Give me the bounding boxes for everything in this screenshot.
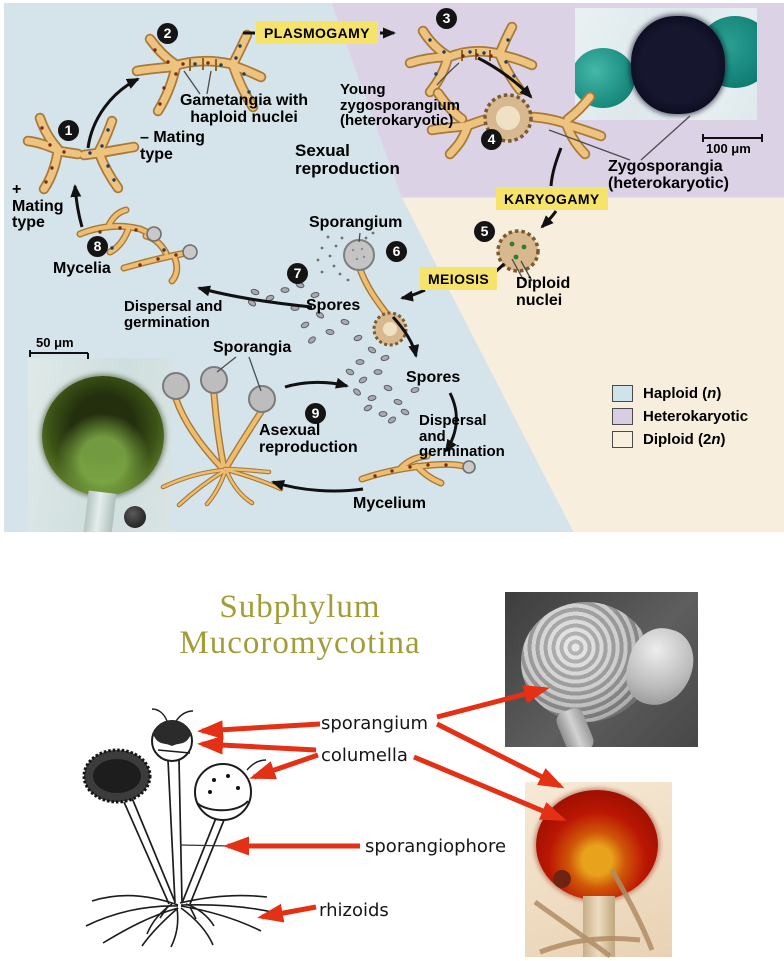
legend-swatch-haploid [612,385,633,402]
scale-bar-100um-label: 100 μm [706,141,751,156]
zygosporangia-micrograph [575,8,757,120]
rhizoids-part-label: rhizoids [319,900,389,921]
asexual-reproduction-label: Asexual reproduction [259,422,358,456]
gametangia-label: Gametangia with haploid nuclei [179,92,309,126]
legend-label-diploid: Diploid (2n) [643,431,726,448]
sexual-reproduction-label: Sexual reproduction [295,141,400,178]
plus-mating-type-label: + Mating type [12,181,64,232]
debris-spot [124,506,146,528]
step-4-marker: 4 [481,129,502,150]
legend-item-diploid: Diploid (2n) [612,431,726,448]
columella-part-label: columella [321,745,408,766]
young-zygosporangium-label: Young zygosporangium (heterokaryotic) [340,81,461,130]
mycelium-label: Mycelium [353,495,426,512]
stained-sporangium-micrograph [525,782,672,957]
karyogamy-callout: KARYOGAMY [496,187,608,210]
spores-lower-label: Spores [406,369,461,386]
legend-item-haploid: Haploid (n) [612,385,721,402]
sporangiophore-stalk [83,490,117,532]
legend-swatch-diploid [612,431,633,448]
legend-swatch-heterokaryotic [612,408,633,425]
step-6-marker: 6 [386,241,407,262]
pale-stalk [583,896,615,957]
sporangium-part-label: sporangium [321,713,429,734]
sporangium-label: Sporangium [309,214,403,231]
scale-bar-50um-label: 50 μm [36,335,74,350]
step-9-marker: 9 [305,403,326,424]
sem-sporangium-micrograph [505,592,698,747]
zygosporangia-label: Zygosporangia (heterokaryotic) [608,158,729,192]
legend-label-haploid: Haploid (n) [643,385,722,402]
step-7-marker: 7 [287,263,308,284]
step-5-marker: 5 [474,221,495,242]
dispersal-germination-right-label: Dispersal and germination [419,412,505,461]
sporangia-label: Sporangia [213,339,292,356]
red-sporangium-head [536,790,658,900]
step-8-marker: 8 [87,236,108,257]
sporangiophore-pointer-line [179,844,233,847]
diploid-nuclei-label: Diploid nuclei [516,275,571,309]
subphylum-title: Subphylum Mucoromycotina [179,589,421,662]
plasmogamy-callout: PLASMOGAMY [256,21,378,44]
sporangiophore-line-drawing [82,708,277,948]
step-1-marker: 1 [58,120,79,141]
dispersal-germination-left-label: Dispersal and germination [124,298,223,331]
sporangium-head [42,376,164,496]
zygosporangium-dark-body [631,16,725,114]
spores-upper-label: Spores [306,297,361,314]
mycelia-label: Mycelia [53,260,111,277]
step-3-marker: 3 [436,8,457,29]
meiosis-callout: MEIOSIS [420,267,498,290]
legend-label-heterokaryotic: Heterokaryotic [643,408,749,425]
sporangium-micrograph [28,358,172,532]
sporangiophore-part-label: sporangiophore [365,836,507,857]
step-2-marker: 2 [157,23,178,44]
minus-mating-type-label: – Mating type [140,129,205,163]
legend-item-heterokaryotic: Heterokaryotic [612,408,748,425]
gametangium-cell-left [575,48,635,108]
